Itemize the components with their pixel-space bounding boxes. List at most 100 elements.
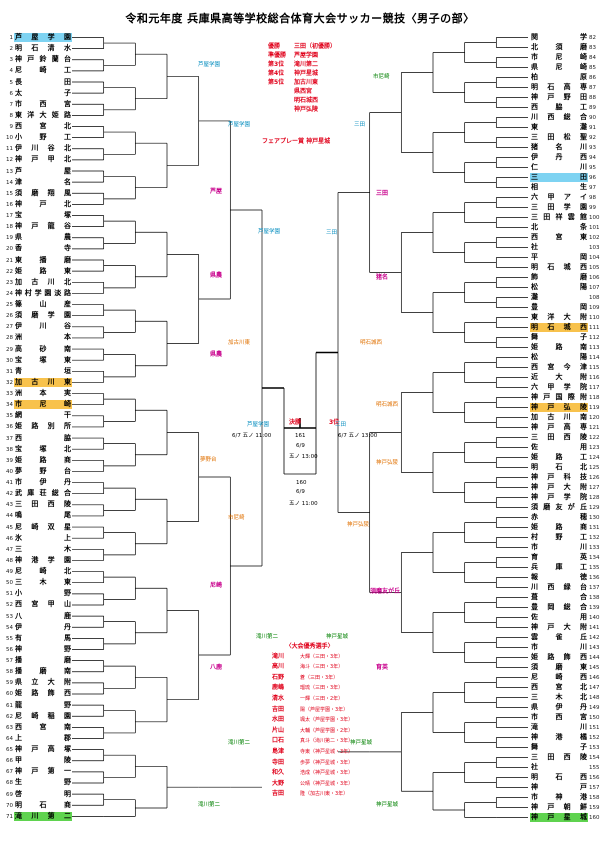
team-seed-number: 121 <box>589 425 600 431</box>
team-name: 神野 <box>15 644 71 653</box>
team-name: 姫路商 <box>15 455 71 464</box>
team-name: 神村学園淡路 <box>15 288 71 297</box>
team-name: 松陽 <box>531 283 587 291</box>
team-seed-number: 129 <box>589 505 600 511</box>
round-winner-label: 須磨友が丘 <box>370 588 401 595</box>
team-name: 神戸朝鮮 <box>531 803 587 811</box>
team-name: 雲雀丘 <box>531 633 587 641</box>
team-seed-number: 147 <box>589 685 600 691</box>
team-seed-number: 142 <box>589 635 600 641</box>
team-seed-number: 135 <box>589 565 600 571</box>
team-seed-number: 58 <box>6 669 13 676</box>
team-seed-number: 98 <box>589 195 596 201</box>
team-name: 県立大附 <box>15 678 71 687</box>
team-name: 市川 <box>531 543 587 551</box>
player-row: 鹿嶋瑠琉（三田・3年） <box>272 683 353 694</box>
results-summary: 優勝三田（初優勝）準優勝芦屋学園第3位滝川第二第4位神戸星城第5位加古川東県西宮… <box>268 42 336 114</box>
team-name: 神戸学院 <box>531 493 587 501</box>
player-row: 吉田隆（加古川東・3年） <box>272 789 353 800</box>
player-surname: 和久 <box>272 769 285 777</box>
team-seed-number: 2 <box>9 46 14 53</box>
team-name: 県農 <box>15 233 71 242</box>
team-name: 尼崎西 <box>531 673 587 681</box>
player-surname: 大野 <box>272 779 285 787</box>
team-seed-number: 126 <box>589 475 600 481</box>
round-winner-label: 市尼崎 <box>228 515 245 521</box>
team-name: 芦屋学園 <box>14 33 72 42</box>
team-name: 舞子 <box>531 333 587 341</box>
team-seed-number: 63 <box>6 724 13 731</box>
final-date: 6/9 <box>296 443 305 449</box>
team-name: 神戸 <box>531 783 587 791</box>
team-name: 芦屋 <box>15 166 71 175</box>
team-name: 西脇 <box>15 433 71 442</box>
team-seed-number: 15 <box>6 190 13 197</box>
result-team: 明石城西 <box>294 97 319 104</box>
team-name: 尼崎双星 <box>15 522 71 531</box>
round-winner-label: 三田 <box>354 122 366 128</box>
round-winner-label: 加古川東 <box>228 340 251 346</box>
player-row: 口石真斗（滝川第二・3年） <box>272 736 353 747</box>
round-winner-label: 明石城西 <box>360 340 383 346</box>
team-name: 豊岡 <box>531 303 587 311</box>
player-surname: 鹿嶋 <box>272 684 285 692</box>
team-seed-number: 1 <box>9 35 14 41</box>
team-name: 氷上 <box>15 533 71 542</box>
team-name: 市川 <box>531 643 587 651</box>
team-seed-number: 106 <box>589 275 600 281</box>
player-surname: 口石 <box>272 737 285 745</box>
team-seed-number: 37 <box>6 435 13 442</box>
team-seed-number: 140 <box>589 615 600 621</box>
team-seed-number: 65 <box>6 747 13 754</box>
team-name: 太子 <box>15 88 71 97</box>
team-name: 猪名川 <box>531 143 587 151</box>
team-seed-number: 154 <box>589 755 600 761</box>
round-winner-label: 神戸弘陵 <box>376 460 399 466</box>
team-name: 龍野 <box>15 700 71 709</box>
team-seed-number: 148 <box>589 695 600 701</box>
round-winner-label: 八鹿 <box>210 664 223 671</box>
team-name: 甲陵 <box>15 756 71 765</box>
team-seed-number: 107 <box>589 285 600 291</box>
player-row: 寺田歩夢（神戸星城・3年） <box>272 758 353 769</box>
team-seed-number: 19 <box>6 235 13 242</box>
team-seed-number: 56 <box>6 646 13 653</box>
team-name: 葺合 <box>531 593 587 601</box>
round-winner-label: 滝川第二 <box>228 740 251 746</box>
team-seed-number: 128 <box>589 495 600 501</box>
team-seed-number: 32 <box>6 379 13 386</box>
team-seed-number: 139 <box>589 605 600 611</box>
team-seed-number: 157 <box>589 785 600 791</box>
team-name: 佐用 <box>531 613 587 621</box>
result-rank: 準優勝 <box>268 52 287 59</box>
team-seed-number: 153 <box>589 745 600 751</box>
